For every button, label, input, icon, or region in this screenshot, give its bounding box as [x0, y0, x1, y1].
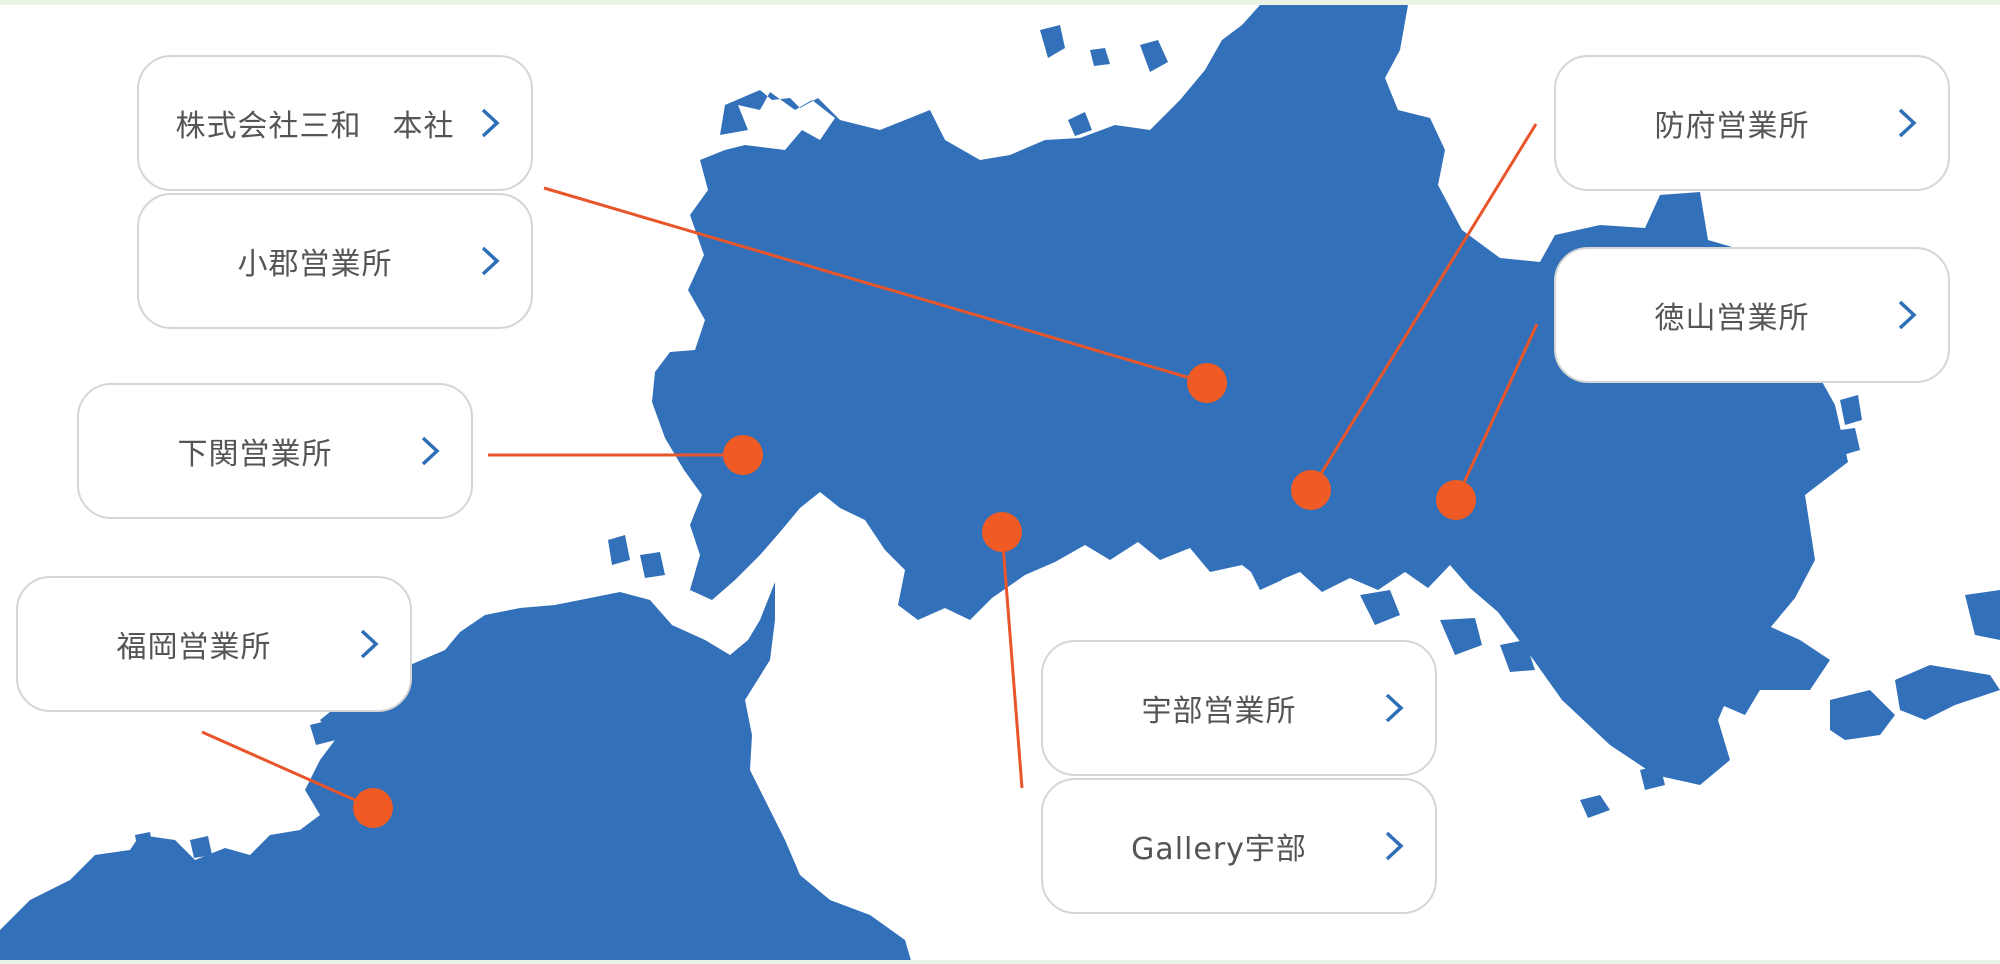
marker-ube[interactable]: [982, 512, 1022, 552]
island: [310, 720, 336, 745]
island: [1840, 395, 1862, 425]
chevron-right-icon: [1385, 693, 1404, 723]
connector-tokuyama: [1454, 323, 1539, 501]
marker-tokuyama[interactable]: [1436, 480, 1476, 520]
honshu-land: [652, 5, 1848, 785]
top-border: [0, 0, 2000, 5]
island: [1140, 40, 1168, 72]
office-button-shimonoseki[interactable]: 下関営業所: [77, 383, 473, 519]
office-label: Gallery宇部: [1131, 832, 1307, 867]
connector-ube: [1000, 531, 1024, 789]
island: [1040, 25, 1065, 58]
bottom-border: [0, 960, 2000, 964]
marker-honsha[interactable]: [1187, 363, 1227, 403]
island: [1670, 202, 1698, 228]
office-button-tokuyama[interactable]: 徳山営業所: [1554, 247, 1950, 383]
island: [1830, 690, 1895, 740]
office-label: 小郡営業所: [237, 247, 393, 282]
office-label: 株式会社三和 本社: [175, 109, 455, 144]
island: [1068, 112, 1092, 136]
island: [1440, 618, 1482, 655]
connector-fukuoka: [201, 730, 374, 810]
chevron-right-icon: [1898, 108, 1917, 138]
island: [1840, 428, 1860, 455]
chevron-right-icon: [1898, 300, 1917, 330]
island: [1360, 590, 1400, 625]
honshu-east: [1690, 595, 1830, 715]
island: [190, 836, 212, 858]
connector-hofu: [1309, 123, 1538, 491]
marker-hofu[interactable]: [1291, 470, 1331, 510]
chevron-right-icon: [481, 246, 500, 276]
chevron-right-icon: [421, 436, 440, 466]
office-button-honsha[interactable]: 株式会社三和 本社: [137, 55, 533, 191]
island: [1965, 590, 2000, 640]
island: [1640, 765, 1665, 790]
connector-honsha: [543, 186, 1208, 385]
office-label: 宇部営業所: [1141, 694, 1297, 729]
chevron-right-icon: [1385, 831, 1404, 861]
island: [1895, 665, 2000, 720]
office-label: 福岡営業所: [116, 630, 272, 665]
office-button-gallery[interactable]: Gallery宇部: [1041, 778, 1437, 914]
chevron-right-icon: [360, 629, 379, 659]
island: [640, 552, 665, 578]
kyushu-land: [0, 582, 912, 964]
island: [1245, 555, 1282, 590]
island: [1500, 640, 1535, 672]
chevron-right-icon: [481, 108, 500, 138]
office-button-ogori[interactable]: 小郡営業所: [137, 193, 533, 329]
office-label: 防府営業所: [1654, 109, 1810, 144]
island: [1580, 795, 1610, 818]
marker-fukuoka[interactable]: [353, 788, 393, 828]
office-button-hofu[interactable]: 防府営業所: [1554, 55, 1950, 191]
office-button-fukuoka[interactable]: 福岡営業所: [16, 576, 412, 712]
island: [135, 832, 153, 852]
office-button-ube[interactable]: 宇部営業所: [1041, 640, 1437, 776]
island: [1090, 48, 1110, 66]
office-label: 徳山営業所: [1654, 301, 1810, 336]
office-label: 下関営業所: [177, 437, 333, 472]
marker-shimonoseki[interactable]: [723, 435, 763, 475]
island: [608, 535, 630, 565]
